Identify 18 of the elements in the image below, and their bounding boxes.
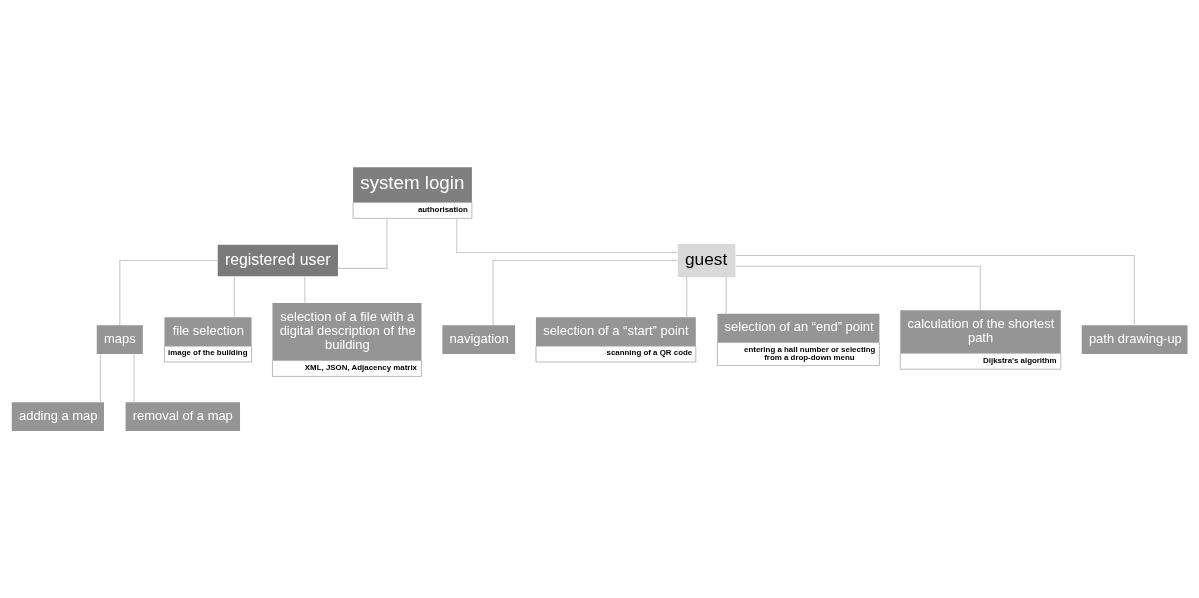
- connector: [735, 265, 981, 311]
- connector: [337, 217, 388, 269]
- connector: [735, 254, 1135, 326]
- connector: [725, 276, 727, 315]
- connector: [456, 217, 679, 254]
- connector: [233, 275, 235, 318]
- node-box: path drawing-up: [1081, 325, 1188, 355]
- node-box: registered user: [217, 244, 338, 277]
- connector: [119, 259, 218, 326]
- node-box: adding a map: [11, 402, 104, 432]
- node-box: maps: [96, 325, 143, 355]
- node-box: navigation: [442, 325, 516, 355]
- connector: [304, 275, 306, 304]
- connector: [99, 353, 101, 403]
- connector: [492, 259, 679, 326]
- connector: [686, 276, 688, 318]
- node-box: guest: [677, 243, 736, 278]
- node-box: removal of a map: [125, 402, 241, 432]
